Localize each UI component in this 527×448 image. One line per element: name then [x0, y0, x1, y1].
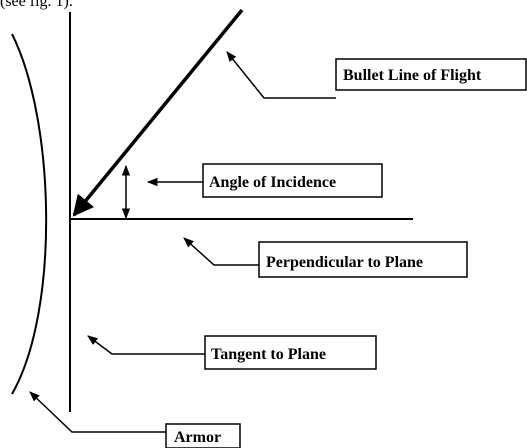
armor-curve [11, 33, 48, 395]
angle-label-group: Angle of Incidence [202, 163, 383, 198]
bullet-line-label: Bullet Line of Flight [343, 67, 482, 84]
tangent-label-group: Tangent to Plane [204, 335, 377, 370]
armor-pointer [29, 391, 166, 433]
tangent-pointer [87, 335, 205, 355]
bullet-line-label-group: Bullet Line of Flight [335, 58, 527, 91]
bullet-line [72, 8, 244, 217]
perpendicular-label: Perpendicular to Plane [266, 254, 423, 271]
perpendicular-label-box [258, 241, 468, 278]
armor-label: Armor [174, 429, 221, 446]
bullet-line-pointer [226, 51, 336, 99]
caption-text: (see fig. 1). [0, 0, 73, 10]
bullet-line-label-box [335, 58, 527, 91]
tangent-label-box [204, 335, 377, 370]
perpendicular-pointer [183, 237, 259, 266]
angle-label-box [202, 163, 383, 198]
tangent-label: Tangent to Plane [211, 346, 326, 363]
armor-label-group: Armor [165, 423, 241, 448]
perpendicular-label-group: Perpendicular to Plane [258, 241, 468, 278]
armor-label-box [165, 423, 241, 448]
angle-label: Angle of Incidence [209, 174, 336, 191]
